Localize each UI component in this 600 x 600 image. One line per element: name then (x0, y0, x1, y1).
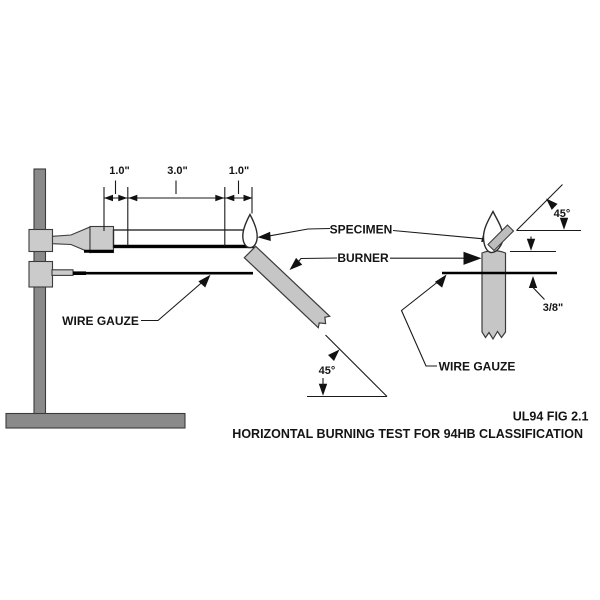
stand-pole (33, 168, 47, 416)
angle-hypotenuse-left (325, 334, 388, 397)
arrowhead (559, 217, 569, 230)
arrowhead (328, 349, 340, 361)
arrowhead (243, 194, 253, 202)
leader-line-wire-gauze-right (400, 280, 440, 367)
wire-gauze-label-left: WIRE GAUZE (62, 314, 139, 328)
angle-label-right: 45° (554, 208, 571, 220)
burner-label: BURNER (337, 251, 389, 265)
arrowhead (257, 231, 271, 241)
clamp-upper (28, 228, 54, 253)
angle-hypotenuse-right (516, 184, 563, 231)
angle-label-left: 45° (319, 365, 336, 377)
arrowhead (198, 274, 211, 288)
specimen-end-45 (487, 224, 515, 252)
leader-line-burner-left (298, 257, 338, 262)
dim-label-3: 1.0" (229, 165, 250, 177)
arrowhead (434, 274, 447, 288)
arrowhead (546, 198, 558, 210)
leader-line-specimen-right (392, 229, 484, 240)
gap-leader-line (532, 283, 545, 300)
gap-label: 3/8" (543, 302, 564, 314)
burner-tube (243, 245, 331, 329)
caption-line-2: HORIZONTAL BURNING TEST FOR 94HB CLASSIF… (232, 427, 583, 441)
arrowhead (318, 383, 328, 396)
arrowhead (463, 251, 482, 265)
dim-label-1: 1.0" (109, 165, 130, 177)
wire-gauze-label-right: WIRE GAUZE (439, 360, 516, 374)
arrowhead (528, 276, 538, 288)
leader-line-specimen-left (269, 227, 331, 237)
stand-base (5, 412, 186, 429)
arrowhead (128, 194, 138, 202)
clamp-lower (28, 260, 54, 288)
caption-line-1: UL94 FIG 2.1 (513, 410, 589, 424)
arrowhead (526, 238, 536, 251)
specimen-holder-block (89, 225, 115, 254)
arrowhead (225, 194, 235, 202)
arrowhead (215, 194, 225, 202)
arrowhead (104, 194, 113, 202)
dim-label-2: 3.0" (167, 165, 188, 177)
arrowhead (289, 257, 303, 270)
specimen-holder-cone (51, 226, 91, 254)
specimen-label: SPECIMEN (330, 223, 393, 237)
burner-tube-end-view (481, 250, 507, 341)
leader-line-wire-gauze-left (141, 281, 204, 322)
flame-icon (242, 213, 258, 249)
arrowhead (118, 194, 128, 202)
gauze-support-rod (51, 269, 74, 276)
